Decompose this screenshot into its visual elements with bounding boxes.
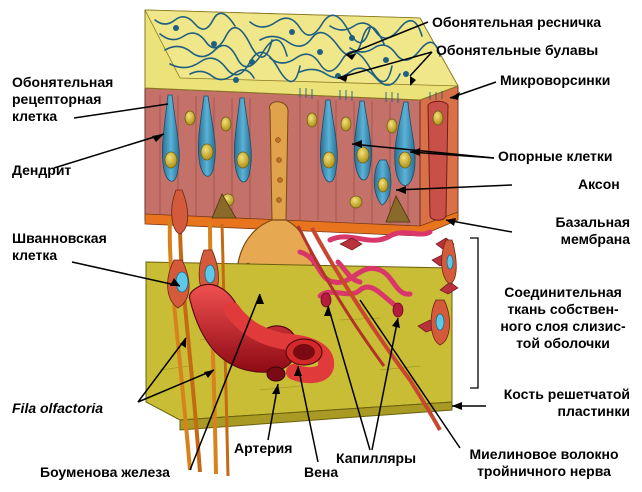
myelin-nerve-fiber (310, 227, 442, 431)
schwann-cells-right (430, 239, 457, 346)
label-fila-olfactoria: Fila olfactoria (12, 400, 104, 416)
label-capillaries: Капилляры (336, 450, 417, 466)
label-olfactory-clubs: Обонятельные булавы (436, 42, 599, 58)
basal-cell (211, 193, 237, 219)
label-bowman-gland: Боуменова железа (40, 464, 170, 480)
label-receptor-cell: Обонятельная рецепторная клетка (12, 74, 114, 124)
microvilli (299, 88, 443, 103)
leader-arrowheads (152, 54, 462, 410)
artery-lumen (266, 366, 286, 382)
label-dendrite: Дендрит (12, 162, 72, 178)
connective-tissue-bracket (470, 237, 479, 389)
capillary-ends (320, 292, 404, 318)
label-schwann-cell: Шванновская клетка (12, 230, 107, 263)
basal-cell (385, 195, 411, 223)
schwann-cells-left (167, 189, 219, 309)
label-artery: Артерия (234, 440, 293, 456)
supporting-cell-columnar (427, 100, 449, 221)
olfactory-club-knobs (173, 25, 409, 83)
label-connective-tissue: Соединительная ткань собствен- ного слоя… (500, 284, 626, 351)
label-olfactory-cilium: Обонятельная ресничка (432, 14, 602, 30)
label-supporting-cells: Опорные клетки (498, 148, 613, 164)
ethmoid-bone-edge (179, 401, 453, 431)
myelin-nerve-fiber-2 (296, 225, 386, 367)
cell-nuclei (164, 110, 412, 209)
label-axon: Аксон (578, 176, 620, 192)
olfactory-cilia (154, 12, 441, 86)
vein-lumen-inner (293, 344, 315, 360)
supporting-cell-nucleus (432, 110, 444, 126)
label-vein: Вена (304, 464, 339, 480)
label-ethmoid-bone: Кость решетчатой пластинки (503, 386, 630, 419)
capillaries (297, 229, 433, 309)
label-myelin-fiber: Миелиновое волокно тройничного нерва (469, 446, 619, 479)
label-basal-membrane: Базальная мембрана (555, 214, 631, 247)
bowman-gland-duct (269, 101, 289, 225)
leader-lines (53, 21, 513, 471)
label-microvilli: Микроворсинки (500, 72, 611, 88)
